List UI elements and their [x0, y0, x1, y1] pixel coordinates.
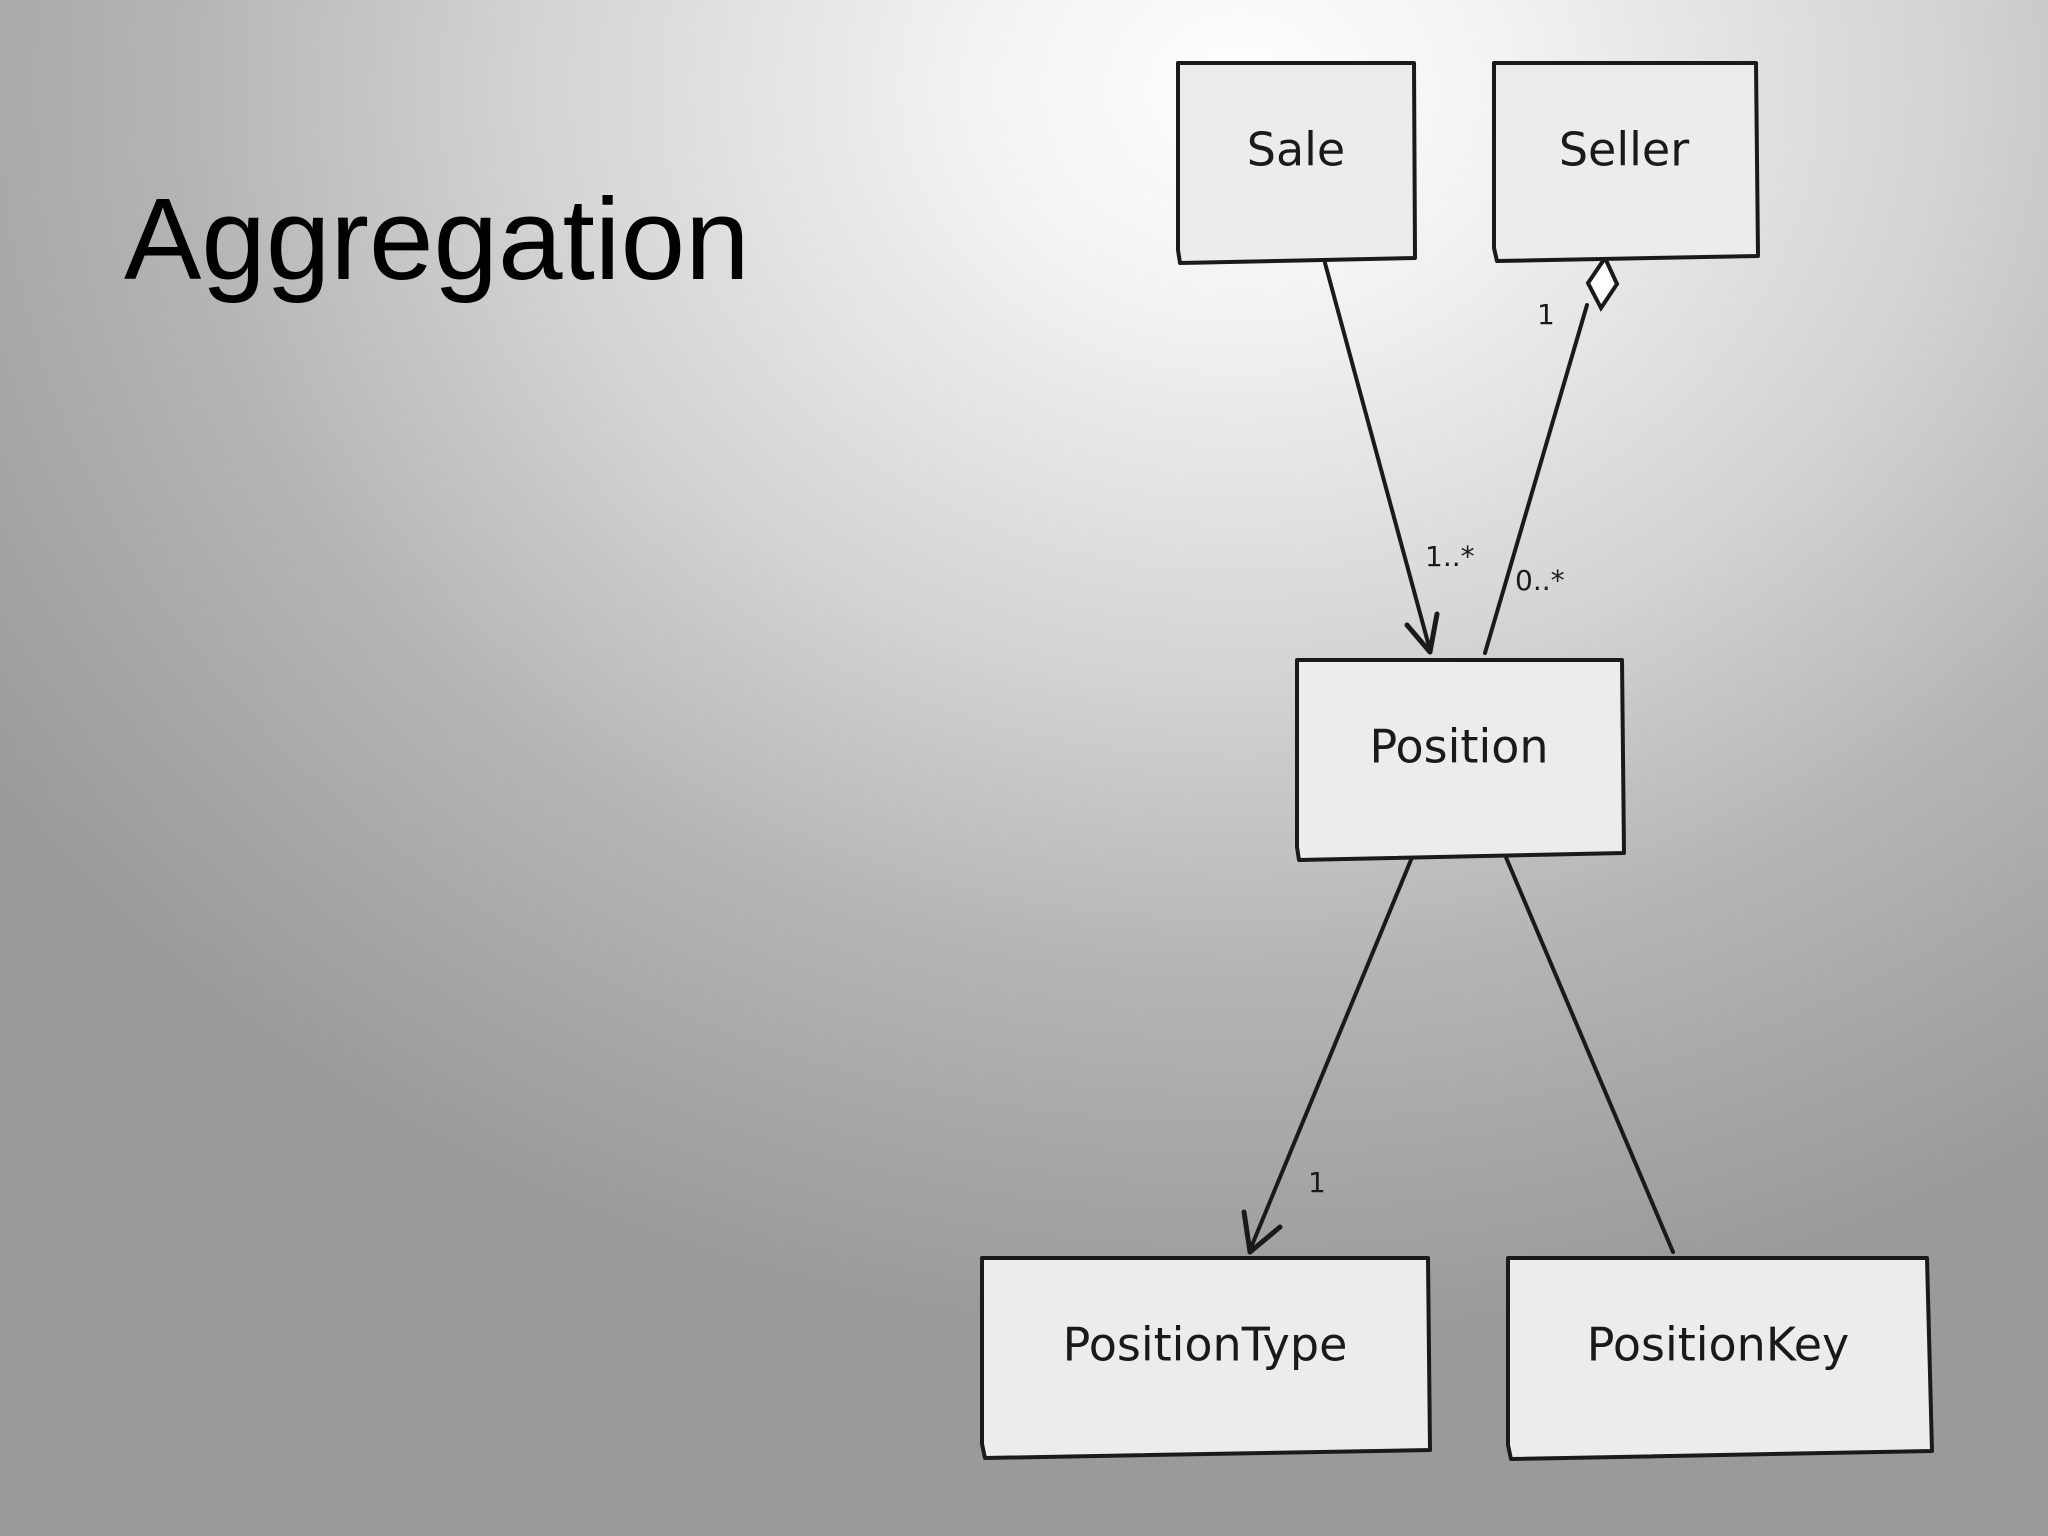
class-box-positionkey: PositionKey — [1506, 1256, 1934, 1461]
multiplicity-position-type: 1 — [1308, 1166, 1326, 1199]
class-box-sale: Sale — [1176, 61, 1417, 265]
edge-sale-position — [1323, 261, 1440, 655]
class-label-positionkey: PositionKey — [1587, 1318, 1850, 1372]
edge-position-positiontype — [1241, 853, 1415, 1255]
class-label-sale: Sale — [1247, 123, 1345, 177]
multiplicity-sale-position: 1..* — [1425, 540, 1475, 573]
class-label-positiontype: PositionType — [1063, 1318, 1348, 1372]
class-box-positiontype: PositionType — [980, 1256, 1432, 1460]
class-label-seller: Seller — [1559, 123, 1689, 177]
class-box-position: Position — [1295, 658, 1626, 862]
edge-position-positiontype-arrowhead — [1241, 1209, 1283, 1255]
edge-position-positionkey — [1503, 853, 1675, 1254]
edge-sale-position-arrowhead — [1404, 611, 1440, 655]
edge-seller-position — [1483, 253, 1620, 655]
edge-seller-position-line — [1483, 303, 1589, 655]
class-box-seller: Seller — [1492, 61, 1760, 263]
edge-position-positionkey-line — [1503, 853, 1675, 1254]
edge-sale-position-line — [1323, 261, 1432, 652]
aggregation-diamond — [1585, 253, 1620, 312]
class-label-position: Position — [1369, 720, 1548, 774]
edge-position-positiontype-line — [1248, 853, 1415, 1252]
multiplicity-seller-source: 1 — [1537, 298, 1555, 331]
slide-title: Aggregation — [124, 174, 750, 304]
multiplicity-seller-position: 0..* — [1515, 564, 1565, 597]
